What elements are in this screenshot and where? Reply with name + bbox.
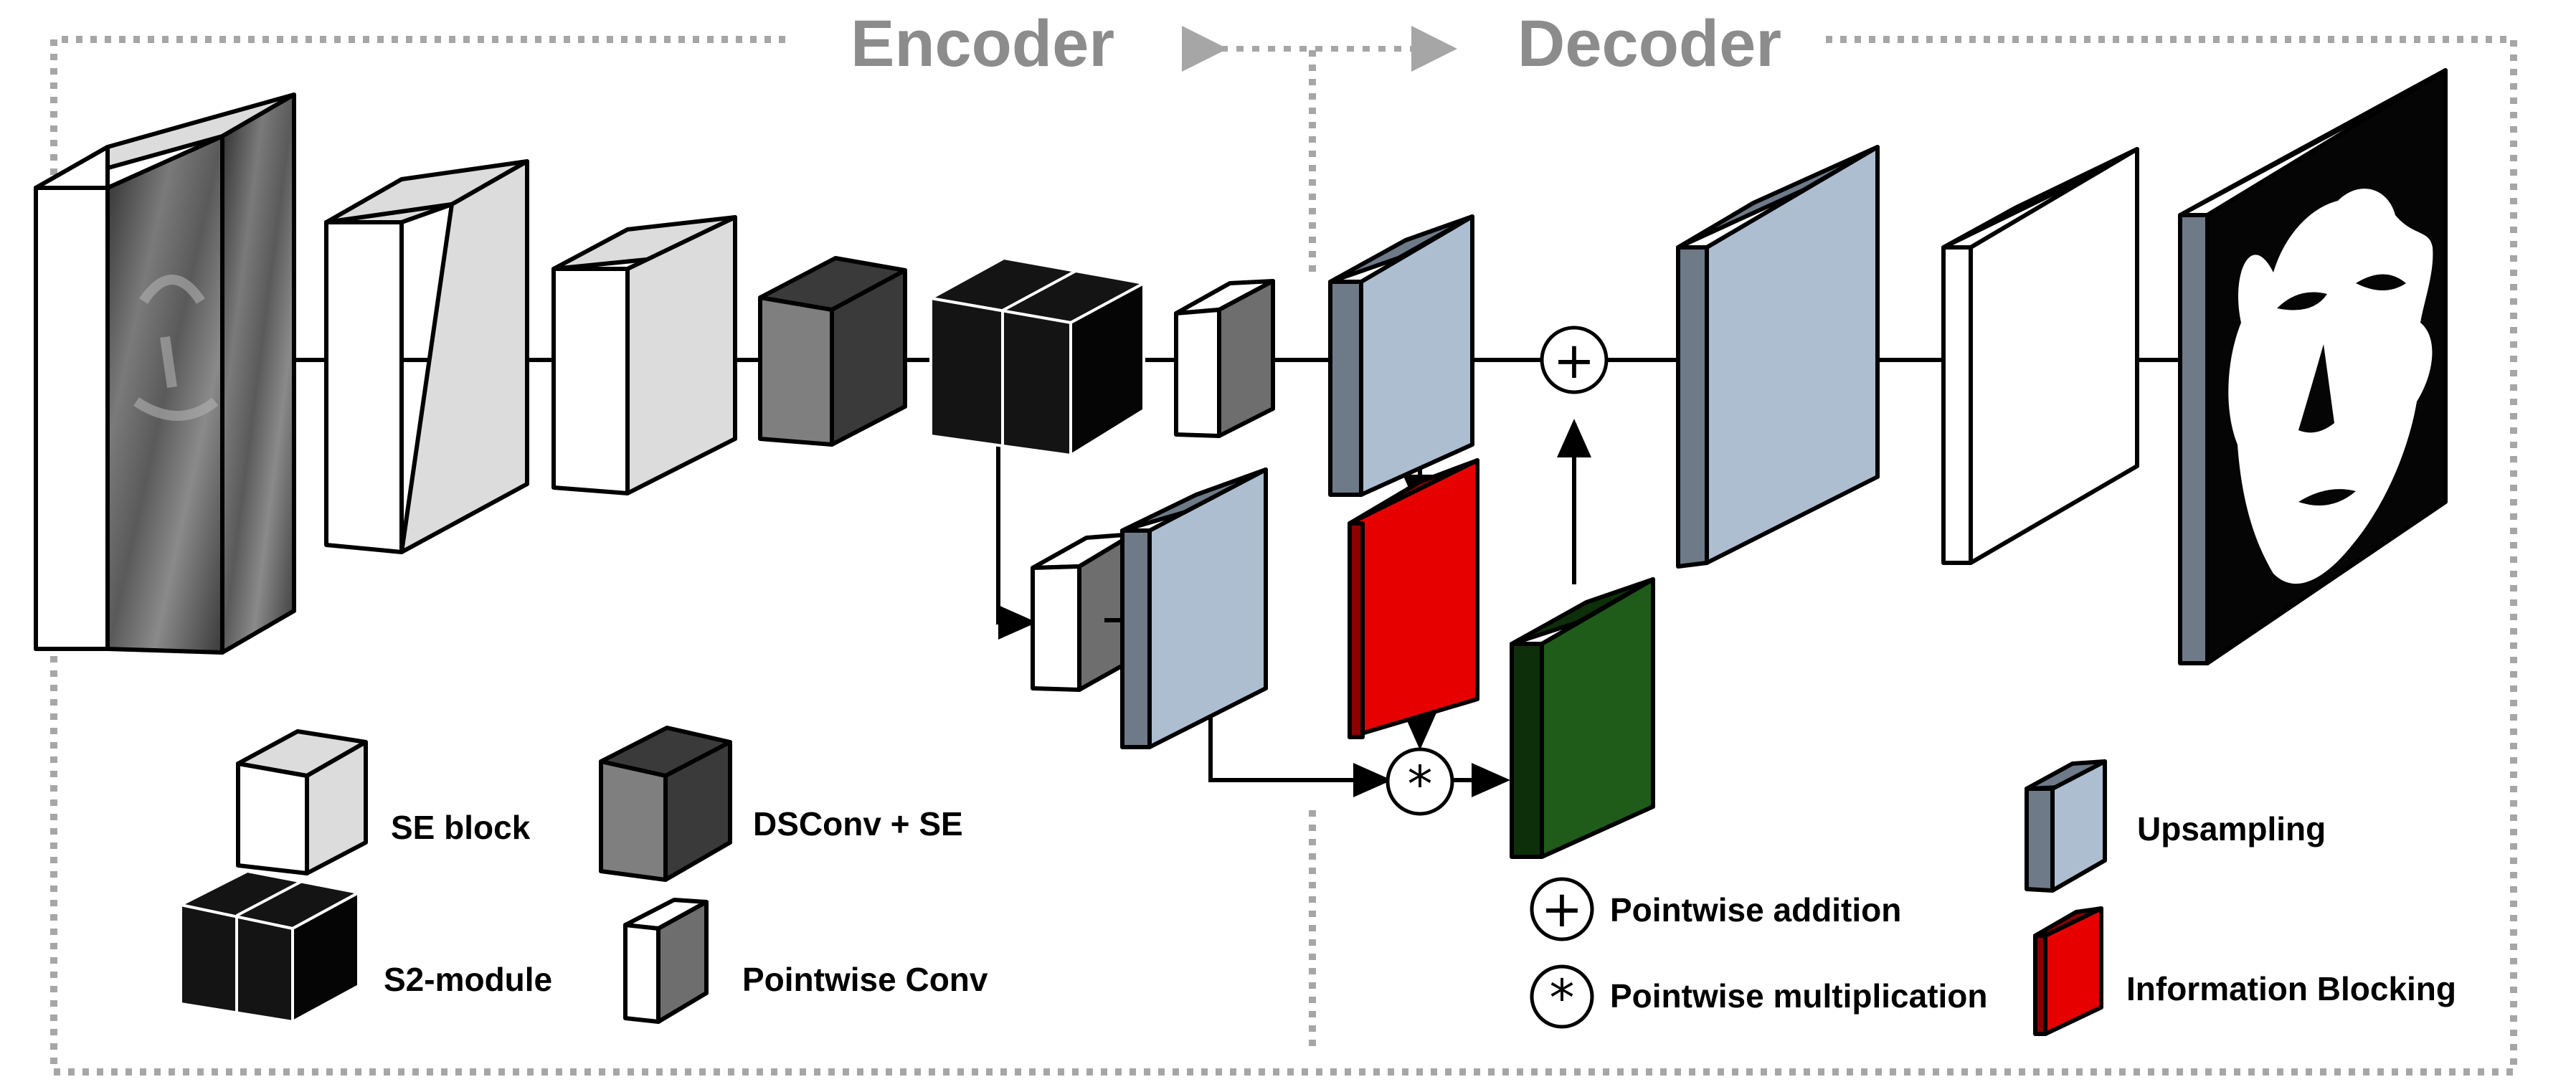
se-block-1 bbox=[324, 159, 529, 554]
dsconv-se-block bbox=[758, 256, 907, 447]
output-segmentation-mask bbox=[2178, 68, 2448, 665]
input-face-image bbox=[34, 92, 296, 655]
dashed-frame bbox=[50, 36, 2517, 1076]
addition-symbol: + bbox=[1553, 331, 1596, 390]
legend-pointwise-multiplication-label: Pointwise multiplication bbox=[1610, 977, 1987, 1015]
encoder-title: Encoder bbox=[851, 7, 1114, 80]
legend-upsampling-label: Upsampling bbox=[2137, 810, 2326, 848]
information-blocking-block bbox=[1348, 458, 1479, 739]
s2-module-block bbox=[929, 257, 1145, 457]
legend-multiplication-symbol: * bbox=[1550, 969, 1575, 1027]
legend-multiplication-icon: * bbox=[1530, 964, 1594, 1029]
legend-information-blocking-icon bbox=[2033, 906, 2103, 1036]
pointwise-multiplication-operator: * bbox=[1386, 747, 1454, 816]
upsampling-block-2 bbox=[1120, 467, 1268, 749]
legend-addition-icon: + bbox=[1530, 877, 1594, 941]
upsampling-block-1 bbox=[1328, 214, 1474, 497]
output-feature-block bbox=[1941, 147, 2139, 565]
legend-dsconv-se-label: DSConv + SE bbox=[753, 805, 963, 842]
legend-dsconv-se-icon bbox=[599, 726, 732, 882]
legend-addition-symbol: + bbox=[1541, 880, 1583, 939]
legend-pointwise-conv-label: Pointwise Conv bbox=[742, 961, 988, 998]
upsampling-block-3 bbox=[1676, 145, 1880, 569]
gating-block bbox=[1510, 577, 1655, 859]
legend-s2-module-label: S2-module bbox=[384, 961, 552, 998]
legend-se-block-label: SE block bbox=[391, 809, 531, 846]
pointwise-addition-operator: + bbox=[1540, 326, 1609, 394]
legend-se-block-icon bbox=[236, 729, 368, 875]
legend-pointwise-addition-label: Pointwise addition bbox=[1610, 891, 1901, 929]
decoder-title: Decoder bbox=[1517, 7, 1781, 80]
legend-s2-module-icon bbox=[179, 870, 360, 1023]
pointwise-conv-block-1 bbox=[1174, 279, 1275, 438]
pointwise-conv-block-2 bbox=[1031, 532, 1135, 692]
se-block-2 bbox=[551, 215, 737, 495]
legend-information-blocking-label: Information Blocking bbox=[2126, 970, 2456, 1007]
legend-pointwise-conv-icon bbox=[623, 898, 709, 1024]
legend-upsampling-icon bbox=[2025, 759, 2107, 893]
multiplication-symbol: * bbox=[1408, 755, 1433, 814]
